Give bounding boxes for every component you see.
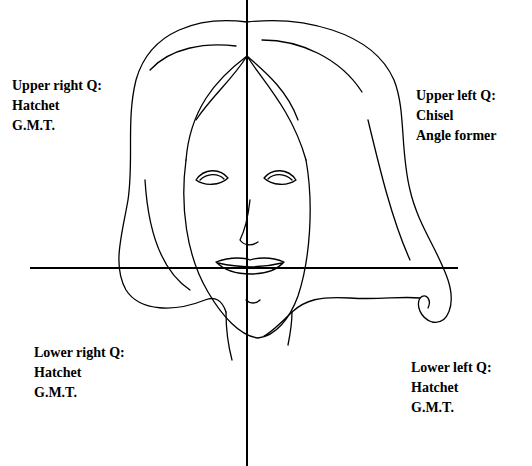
quadrant-label: G.M.T. [411,400,454,416]
quadrant-label: G.M.T. [12,118,55,134]
horizontal-axis [30,267,458,269]
quadrant-label: G.M.T. [34,385,77,401]
hair-strand [150,45,236,70]
chin-mark [246,300,260,303]
nose [240,200,258,245]
mouth [218,263,282,267]
neck-line [288,312,292,345]
quadrant-label: Upper left Q: [416,88,496,104]
vertical-axis [246,0,248,466]
eye [200,175,224,180]
quadrant-label: Hatchet [411,380,458,396]
quadrant-label: Lower right Q: [34,345,125,361]
eye [264,171,296,185]
quadrant-label: Lower left Q: [411,360,492,376]
quadrant-label: Upper right Q: [12,78,102,94]
quadrant-label: Hatchet [12,98,59,114]
neck-line [226,312,232,360]
eye [196,171,228,185]
mouth [216,258,284,274]
quadrant-label: Chisel [416,108,453,124]
hair-strand [368,120,410,260]
eye [268,175,292,180]
quadrant-label: Hatchet [34,365,81,381]
quadrant-label: Angle former [416,128,496,144]
hair-outline [247,21,451,323]
